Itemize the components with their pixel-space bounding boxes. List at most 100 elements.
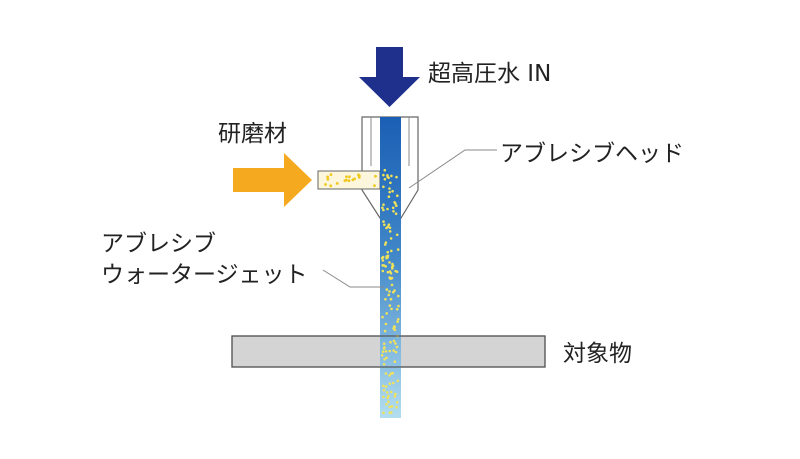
abrasive-particle (388, 187, 391, 190)
abrasive-particle (388, 261, 391, 264)
abrasive-particle (394, 269, 397, 273)
abrasive-particle (395, 401, 399, 404)
abrasive-particle (387, 400, 390, 404)
abrasive-particle (329, 173, 333, 177)
abrasive-particle (383, 329, 387, 333)
abrasive-particle (397, 318, 400, 321)
abrasive-particle (388, 382, 392, 386)
abrasive-particle (385, 356, 388, 360)
abrasive-particle (357, 176, 361, 179)
abrasive-particle (394, 350, 398, 354)
water-inlet-label: 超高圧水 IN (428, 61, 551, 87)
abrasive-particle (385, 403, 388, 406)
abrasive-particle (397, 294, 400, 298)
abrasive-particle (390, 249, 393, 253)
abrasive-particle (383, 223, 386, 227)
abrasive-particle (382, 384, 385, 388)
abrasive-particle (381, 350, 385, 354)
abrasive-particle (388, 230, 392, 233)
abrasive-particle (392, 325, 396, 328)
abrasive-particle (392, 349, 396, 352)
abrasive-particle (393, 289, 396, 292)
abrasive-particle (387, 394, 390, 398)
abrasive-particle (387, 223, 391, 226)
abrasive-particle (385, 312, 389, 315)
abrasive-particle (383, 177, 387, 181)
water-inlet-arrow (359, 47, 420, 107)
abrasive-particle (329, 184, 333, 188)
abrasive-particle (397, 304, 400, 308)
abrasive-waterjet-label-line1: アブレシブ (101, 231, 216, 257)
abrasive-particle (384, 322, 388, 326)
abrasive-particle (388, 374, 391, 377)
abrasive-particle (390, 283, 394, 287)
abrasive-particles-tube (324, 173, 377, 188)
abrasive-particle (391, 189, 394, 193)
abrasive-particle (387, 195, 391, 198)
abrasive-particle (345, 175, 348, 179)
abrasive-particle (343, 179, 347, 183)
abrasive-particle (394, 202, 397, 205)
abrasive-particle (384, 385, 388, 388)
abrasive-waterjet-label-line2: ウォータージェット (101, 262, 308, 288)
abrasive-particle (388, 290, 391, 293)
abrasive-particle (387, 176, 390, 180)
abrasive-particle (394, 212, 398, 215)
abrasive-particle (388, 226, 392, 230)
abrasive-particle (381, 269, 385, 273)
abrasive-particle (381, 255, 385, 259)
abrasive-particle (394, 392, 397, 396)
abrasive-inlet-arrow (233, 153, 312, 207)
abrasive-particle (351, 178, 355, 182)
abrasive-particle (386, 207, 389, 211)
abrasive-particle (374, 174, 377, 178)
abrasive-particle (382, 389, 386, 392)
abrasive-particle (396, 194, 399, 197)
abrasive-particle (395, 345, 399, 349)
abrasive-particle (394, 342, 397, 345)
abrasive-particle (382, 220, 385, 223)
abrasive-particle (385, 391, 389, 394)
abrasive-label: 研磨材 (218, 121, 287, 147)
abrasive-particle (382, 185, 385, 189)
waterjet-leader-line (322, 269, 384, 288)
abrasive-particle (383, 243, 387, 246)
abrasive-particle (380, 354, 384, 357)
abrasive-particle (324, 183, 327, 186)
abrasive-particles-jet (380, 168, 400, 415)
abrasive-particle (381, 259, 385, 262)
abrasive-particle (335, 182, 339, 185)
abrasive-particle (393, 395, 397, 398)
abrasive-particle (382, 395, 385, 399)
abrasive-particle (381, 315, 384, 319)
abrasive-particle (387, 293, 391, 297)
abrasive-particle (385, 255, 389, 258)
abrasive-particle (384, 241, 388, 244)
abrasive-particle (390, 307, 393, 311)
abrasive-particle (389, 181, 392, 185)
target-object-outline (231, 335, 546, 368)
abrasive-particle (390, 265, 394, 269)
abrasive-particle (373, 184, 376, 188)
abrasive-particle (389, 277, 392, 281)
abrasive-particle (388, 411, 392, 415)
abrasive-particle (392, 210, 395, 213)
abrasive-particle (382, 203, 385, 206)
abrasive-particle (389, 237, 393, 240)
abrasive-particle (388, 190, 392, 194)
abrasive-particle (383, 168, 387, 172)
target-object-label: 対象物 (563, 341, 632, 367)
abrasive-particle (395, 405, 398, 409)
abrasive-particle (384, 298, 387, 301)
abrasive-particle (347, 179, 351, 183)
abrasive-particle (389, 297, 393, 301)
abrasive-particle (388, 304, 392, 307)
abrasive-particle (392, 339, 396, 343)
abrasive-particle (391, 262, 394, 266)
abrasive-particle (382, 363, 386, 366)
abrasive-particle (391, 371, 395, 375)
abrasive-particle (395, 175, 398, 179)
abrasive-particle (386, 270, 390, 274)
abrasive-particle (382, 264, 386, 267)
